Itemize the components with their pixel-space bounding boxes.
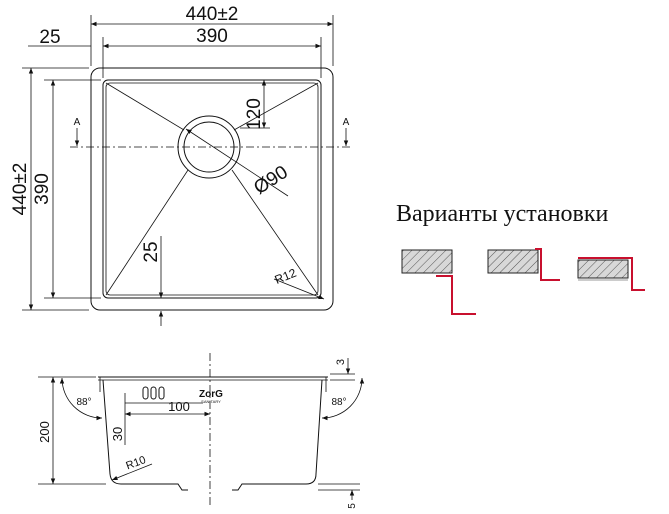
dim-bottom-offset: 25 — [141, 241, 162, 262]
dim-angle-right: 88° — [331, 397, 346, 408]
dim-overall-width: 440±2 — [186, 4, 239, 25]
dim-angle-left: 88° — [76, 397, 91, 408]
dim-overflow-width: 100 — [168, 399, 190, 414]
dim-inner-width: 390 — [196, 26, 228, 47]
dim-bottom-offset-section: 5 — [347, 503, 358, 509]
dim-bottom-radius: R10 — [124, 454, 147, 472]
dim-overflow-height: 30 — [110, 427, 125, 441]
sink-inner-bowl — [102, 79, 322, 299]
dim-overall-height: 440±2 — [10, 163, 31, 216]
dim-corner-radius: R12 — [273, 266, 299, 287]
install-variants-title: Варианты установки — [396, 201, 609, 227]
brand-logo: ZorG — [199, 389, 223, 400]
dim-drain-offset: 120 — [244, 98, 265, 130]
section-mark-left: A — [74, 117, 81, 128]
dim-depth: 200 — [37, 421, 52, 443]
section-mark-right: A — [343, 117, 350, 128]
dim-drain-diameter: Ø90 — [250, 162, 292, 199]
install-variant-undermount — [401, 249, 476, 315]
dim-rim-thickness: 3 — [335, 359, 347, 365]
dim-inner-height: 390 — [32, 173, 53, 205]
sink-outer-rim — [90, 67, 334, 311]
overflow-slots — [142, 386, 165, 400]
top-view: 440±2 390 25 440±2 390 A A 120 Ø90 25 — [10, 4, 350, 326]
bowl-profile — [102, 379, 323, 491]
section-view: ZorG SANITARY 100 30 200 88° 88° 3 R10 5 — [37, 353, 365, 509]
install-variants — [401, 248, 645, 315]
install-variant-flush — [487, 248, 560, 281]
brand-sub: SANITARY — [201, 399, 221, 404]
install-variant-overmount — [577, 257, 645, 291]
dim-rim-offset: 25 — [39, 27, 60, 48]
